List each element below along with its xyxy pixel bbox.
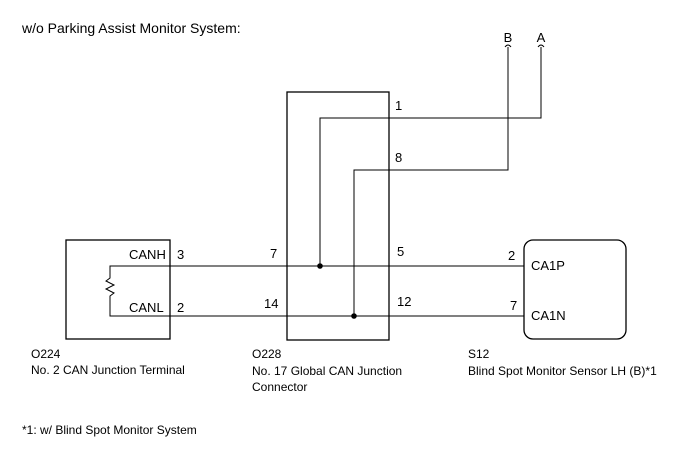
o228-pin-1: 1: [395, 98, 402, 113]
splice-dot-canl: [351, 313, 357, 319]
s12-ca1p-label: CA1P: [531, 258, 565, 273]
o224-canh-label: CANH: [129, 247, 166, 262]
s12-code: S12: [468, 347, 490, 361]
s12-ca1n-label: CA1N: [531, 308, 566, 323]
s12-ca1p-pin: 2: [508, 248, 515, 263]
open-end-terminator-a: [537, 44, 545, 48]
o228-pin-7: 7: [270, 246, 277, 261]
s12-sensor-box: [523, 239, 627, 340]
open-end-label-b: B: [504, 30, 513, 45]
o228-connector-box: [286, 91, 390, 341]
open-end-label-a: A: [537, 30, 546, 45]
s12-ca1n-pin: 7: [510, 298, 517, 313]
open-end-terminator-b: [504, 44, 512, 48]
wire-to-a: [319, 47, 542, 266]
termination-resistor: [104, 265, 170, 317]
o224-name: No. 2 CAN Junction Terminal: [31, 363, 185, 377]
o228-name-line2: Connector: [252, 380, 307, 394]
diagram-title: w/o Parking Assist Monitor System:: [21, 20, 241, 36]
o228-name-line1: No. 17 Global CAN Junction: [252, 364, 402, 378]
o224-canl-label: CANL: [129, 300, 164, 315]
o228-pin-12: 12: [397, 294, 411, 309]
o224-canh-pin: 3: [177, 247, 184, 262]
s12-name: Blind Spot Monitor Sensor LH (B)*1: [468, 364, 657, 378]
splice-dot-canh: [317, 263, 323, 269]
o228-pin-8: 8: [395, 150, 402, 165]
o224-canl-pin: 2: [177, 300, 184, 315]
o224-code: O224: [31, 347, 61, 361]
o228-code: O228: [252, 347, 282, 361]
o224-connector-box: [65, 239, 171, 340]
o228-pin-14: 14: [264, 296, 278, 311]
footnote: *1: w/ Blind Spot Monitor System: [22, 423, 197, 437]
wire-to-b: [353, 47, 509, 316]
o228-pin-5: 5: [397, 244, 404, 259]
